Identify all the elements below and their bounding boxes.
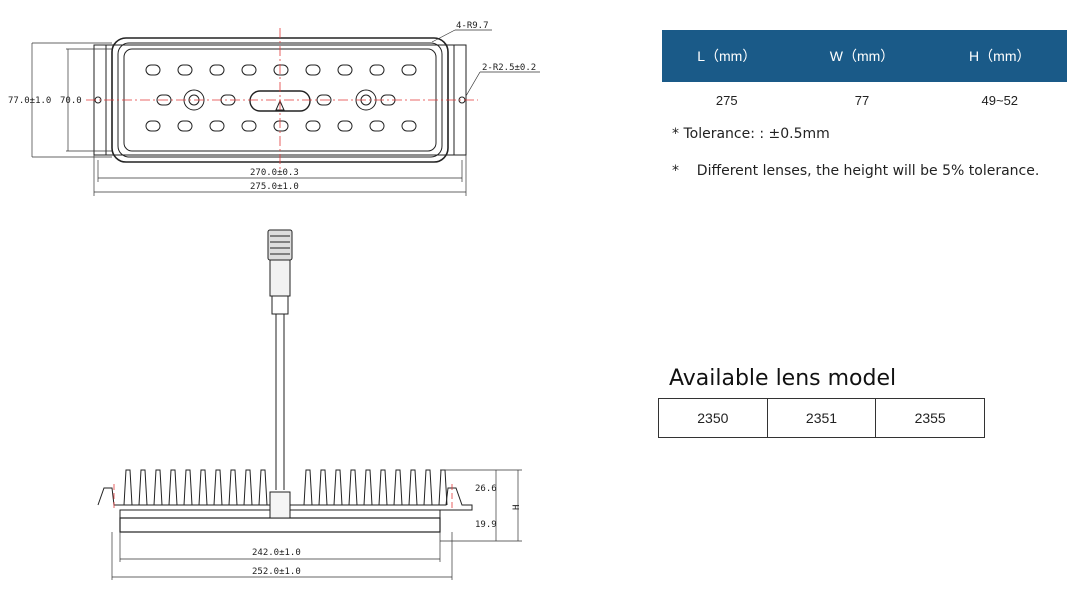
dim-total-height: H [512, 505, 522, 510]
callout-corner-radius: 4-R9.7 [456, 21, 489, 31]
dim-inner-base: 242.0±1.0 [252, 548, 301, 558]
dim-base-height: 19.9 [475, 520, 497, 530]
pocket-hole [369, 64, 385, 76]
lens-model-cell: 2350 [658, 398, 768, 438]
dim-total-width: 77.0±1.0 [8, 96, 51, 106]
pocket-hole [177, 120, 193, 132]
heatsink-fin [303, 469, 313, 506]
heatsink-fin [258, 469, 268, 506]
pocket-hole [145, 120, 161, 132]
pocket-hole [209, 64, 225, 76]
value-width: 77 [854, 92, 870, 108]
spec-table: L（mm） W（mm） H（mm） 275 77 49~52 [662, 30, 1067, 118]
pocket-hole [145, 64, 161, 76]
pocket-hole [177, 64, 193, 76]
heatsink-fin [168, 469, 178, 506]
heatsink-fin [138, 469, 148, 506]
lens-title: Available lens model [669, 366, 897, 391]
dim-inner-width: 70.0 [60, 96, 82, 106]
pocket-hole [337, 120, 353, 132]
heatsink-fin [183, 469, 193, 506]
cable-connector [267, 229, 293, 490]
heatsink-fin [333, 469, 343, 506]
heatsink-fin [123, 469, 133, 506]
heatsink-fin [348, 469, 358, 506]
pocket-hole [305, 64, 321, 76]
value-length: 275 [715, 92, 738, 108]
dim-outer-base: 252.0±1.0 [252, 567, 301, 577]
pocket-hole [337, 64, 353, 76]
dim-fin-height: 26.6 [475, 484, 497, 494]
tolerance-note: * Tolerance: : ±0.5mm [672, 126, 830, 142]
side-view [97, 469, 473, 533]
heatsink-fin [378, 469, 388, 506]
pocket-holes [145, 64, 417, 132]
dim-total-length: 275.0±1.0 [250, 182, 299, 192]
callout-slot-radius: 2-R2.5±0.2 [482, 63, 536, 73]
heatsink-fin [408, 469, 418, 506]
side-view-dimensions [111, 469, 522, 580]
header-length: L（mm） [662, 30, 792, 82]
heatsink-fin [438, 469, 448, 506]
header-height: H（mm） [932, 30, 1067, 82]
lens-table: 2350 2351 2355 [658, 398, 985, 438]
pocket-hole [273, 120, 289, 132]
pocket-hole [401, 64, 417, 76]
pocket-hole [241, 64, 257, 76]
heatsink-fin [228, 469, 238, 506]
dim-inner-length: 270.0±0.3 [250, 168, 299, 178]
pocket-hole [401, 120, 417, 132]
lens-height-note: * Different lenses, the height will be 5… [672, 163, 1040, 179]
pocket-hole [241, 120, 257, 132]
header-width: W（mm） [791, 30, 933, 82]
technical-drawing: 77.0±1.0 70.0 270.0±0.3 275.0±1.0 4-R9.7… [8, 21, 540, 580]
pocket-hole [209, 120, 225, 132]
top-view-dimensions [31, 29, 540, 196]
heatsink-fin [213, 469, 223, 506]
heatsink-fin [423, 469, 433, 506]
lens-model-cell: 2355 [875, 398, 985, 438]
heatsink-fin [393, 469, 403, 506]
heatsink-fin [198, 469, 208, 506]
heatsink-fin [243, 469, 253, 506]
heatsink-fin [363, 469, 373, 506]
pocket-hole [369, 120, 385, 132]
heatsink-fin [318, 469, 328, 506]
pocket-hole [305, 120, 321, 132]
value-height: 49~52 [981, 92, 1019, 108]
lens-model-cell: 2351 [766, 398, 877, 438]
pocket-hole [273, 64, 289, 76]
heatsink-fin [153, 469, 163, 506]
